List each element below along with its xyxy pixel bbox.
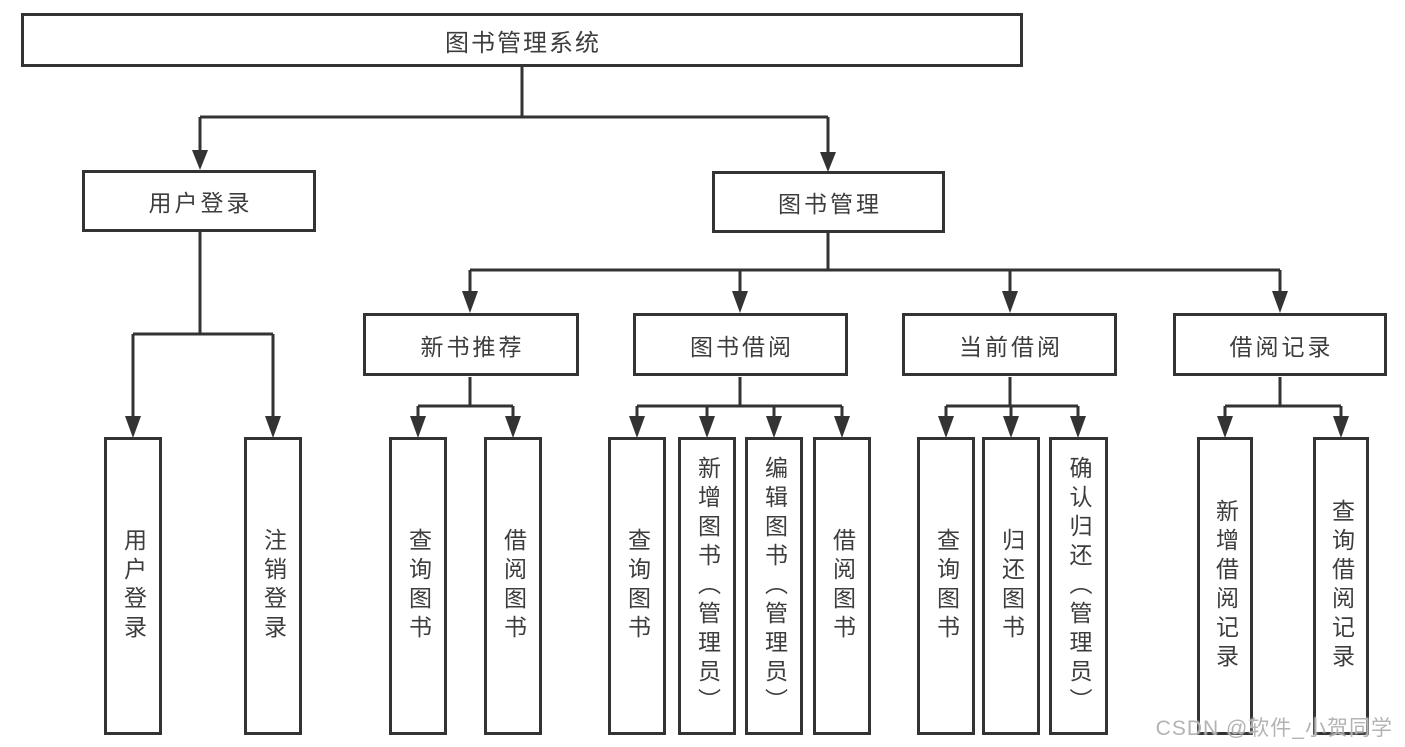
leaf-user-login: 用户登录 [104,437,162,735]
arrowhead-group [125,150,1349,438]
leaf-query-books-borrowing: 查询图书 [608,437,666,735]
leaf-logout: 注销登录 [244,437,302,735]
leaf-borrow-books-borrowing: 借阅图书 [813,437,871,735]
node-user-login: 用户登录 [82,170,316,232]
watermark: CSDN @软件_小贺同学 [1155,717,1393,740]
node-book-borrowing: 图书借阅 [633,313,848,376]
node-library-management-system: 图书管理系统 [21,13,1023,67]
leaf-add-borrow-record: 新增借阅记录 [1197,437,1253,735]
node-book-management: 图书管理 [712,171,945,233]
node-new-book-recommendation: 新书推荐 [363,313,579,376]
leaf-edit-books-admin: 编辑图书（管理员） [745,437,803,735]
leaf-query-borrow-record: 查询借阅记录 [1313,437,1369,735]
node-current-borrowing: 当前借阅 [902,313,1117,376]
node-borrowing-records: 借阅记录 [1173,313,1387,376]
leaf-confirm-return-admin: 确认归还（管理员） [1049,437,1108,735]
leaf-borrow-books-recommend: 借阅图书 [484,437,542,735]
leaf-add-books-admin: 新增图书（管理员） [678,437,736,735]
leaf-query-books-current: 查询图书 [917,437,975,735]
leaf-query-books-recommend: 查询图书 [389,437,447,735]
leaf-return-books: 归还图书 [982,437,1040,735]
